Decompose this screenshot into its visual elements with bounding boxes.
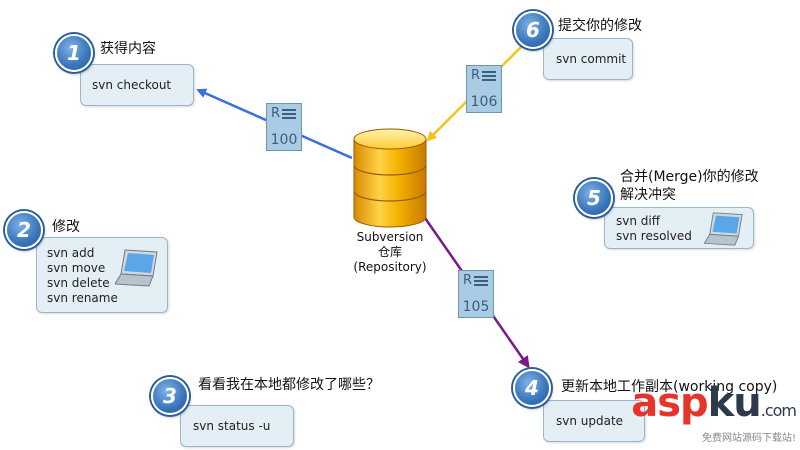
step-4-command-box: svn update [543, 400, 645, 442]
step-1-circle: 1 [55, 34, 93, 72]
step-2-circle: 2 [5, 211, 43, 249]
step-5-command-list: svn diff svn resolved [616, 214, 692, 244]
revision-lines-icon [282, 109, 296, 121]
revision-prefix: R [471, 68, 481, 83]
step-6-circle: 6 [514, 11, 552, 49]
step-5-command: svn resolved [616, 229, 692, 243]
revision-number: 106 [470, 94, 498, 110]
step-2-command-box: svn add svn move svn delete svn rename [36, 237, 168, 313]
step-5-command: svn diff [616, 214, 660, 228]
revision-tag-106: R 106 [466, 65, 502, 113]
revision-number: 100 [270, 132, 298, 148]
watermark-ku: ku [707, 380, 762, 426]
revision-lines-icon [482, 71, 496, 83]
step-2-command: svn add [47, 246, 95, 260]
step-6-command: svn commit [556, 52, 627, 66]
step-2-command: svn rename [47, 291, 118, 305]
step-5-title-line1: 合并(Merge)你的修改 [620, 169, 759, 185]
step-5-command-box: svn diff svn resolved [604, 207, 754, 249]
step-2-command: svn delete [47, 276, 110, 290]
step-1-command-box: svn checkout [80, 64, 194, 106]
step-4-title: 更新本地工作副本(working copy) [561, 379, 778, 395]
step-4-command: svn update [556, 414, 624, 428]
laptop-icon [703, 212, 743, 246]
laptop-icon [115, 249, 158, 287]
watermark-asp: asp [631, 380, 708, 426]
step-1-title: 获得内容 [100, 41, 156, 57]
step-6-title: 提交你的修改 [558, 18, 642, 34]
step-2-command: svn move [47, 261, 106, 275]
step-2-title: 修改 [52, 219, 80, 235]
watermark-subtitle: 免费网站源码下载站! [701, 433, 796, 444]
revision-prefix: R [271, 106, 281, 121]
step-3-command: svn status -u [193, 419, 271, 433]
repository-label-en: (Repository) [353, 260, 427, 274]
step-4-circle: 4 [513, 369, 551, 407]
step-2-command-list: svn add svn move svn delete svn rename [47, 246, 118, 306]
step-3-circle: 3 [151, 377, 189, 415]
repository-label: Subversion 仓库 (Repository) [342, 230, 438, 275]
step-5-title-line2: 解决冲突 [620, 187, 676, 203]
repository-name: Subversion [356, 230, 424, 244]
step-3-title: 看看我在本地都修改了哪些？ [198, 377, 380, 393]
revision-tag-100: R 100 [266, 103, 302, 151]
watermark-com: .com [760, 401, 797, 420]
step-5-circle: 5 [575, 179, 613, 217]
step-5-title: 合并(Merge)你的修改 解决冲突 [620, 168, 759, 204]
repository-label-cn: 仓库 [377, 245, 402, 259]
revision-prefix: R [463, 273, 473, 288]
step-3-command-box: svn status -u [180, 405, 294, 447]
watermark-logo: aspku.com 免费网站源码下载站! [631, 380, 797, 444]
step-6-command-box: svn commit [543, 38, 633, 80]
repository-database-icon [353, 128, 427, 228]
revision-tag-105: R 105 [458, 270, 494, 318]
revision-lines-icon [474, 276, 488, 288]
step-1-command: svn checkout [92, 78, 172, 92]
revision-number: 105 [462, 299, 490, 315]
